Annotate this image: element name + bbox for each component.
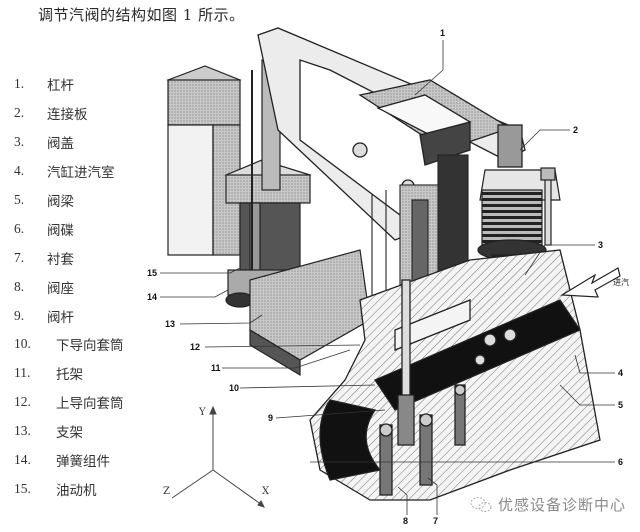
wechat-icon xyxy=(470,496,492,512)
callout-10: 10 xyxy=(229,383,240,393)
legend-item: 6.阀碟 xyxy=(14,220,74,239)
axis-z-label: Z xyxy=(163,486,170,497)
legend-item: 2.连接板 xyxy=(14,105,88,124)
watermark: 优感设备诊断中心 xyxy=(470,494,626,515)
legend-item: 11.托架 xyxy=(14,365,83,384)
callout-7: 7 xyxy=(433,516,439,526)
watermark-text: 优感设备诊断中心 xyxy=(498,496,627,514)
callout-6: 6 xyxy=(618,457,624,467)
legend-item: 12.上导向套筒 xyxy=(14,394,124,413)
legend-item: 14.弹簧组件 xyxy=(14,452,110,471)
steam-inlet-arrow xyxy=(560,267,621,298)
callout-12: 12 xyxy=(190,342,201,352)
callout-2: 2 xyxy=(573,125,579,135)
coordinate-axes xyxy=(171,405,265,508)
legend-item: 8.阀座 xyxy=(14,278,74,297)
callout-1: 1 xyxy=(440,28,446,38)
axis-y-label: Y xyxy=(199,407,206,418)
valve-body-section xyxy=(309,249,601,501)
callout-13: 13 xyxy=(165,319,176,329)
callout-5: 5 xyxy=(618,400,624,410)
legend-item: 9.阀杆 xyxy=(14,307,74,326)
callout-3: 3 xyxy=(598,240,604,250)
parts-legend: 1.杠杆 2.连接板 3.阀盖 4.汽缸进汽室 5.阀梁 6.阀碟 7.衬套 8… xyxy=(14,70,124,503)
lever-frame xyxy=(257,27,526,241)
legend-item: 5.阀梁 xyxy=(14,192,74,210)
callout-15: 15 xyxy=(147,268,158,278)
callout-9: 9 xyxy=(268,413,274,423)
legend-item: 10.下导向套筒 xyxy=(14,336,124,355)
callout-4: 4 xyxy=(618,368,624,378)
legend-item: 3.阀盖 xyxy=(14,134,74,153)
callout-11: 11 xyxy=(211,363,221,373)
support-bracket xyxy=(249,249,371,377)
leader-lines xyxy=(160,40,615,515)
legend-item: 15.油动机 xyxy=(14,480,97,499)
axis-x-label: X xyxy=(262,486,270,497)
legend-item: 7.衬套 xyxy=(14,249,74,268)
legend-item: 4.汽缸进汽室 xyxy=(14,163,115,182)
legend-item: 13.支架 xyxy=(14,423,83,442)
diagram-caption: 调节汽阀的结构如图 1 所示。 xyxy=(38,6,245,24)
steam-inlet-label: 进汽 xyxy=(613,278,629,287)
callout-14: 14 xyxy=(147,292,158,302)
callout-8: 8 xyxy=(403,516,409,526)
legend-item: 1.杠杆 xyxy=(14,76,74,95)
